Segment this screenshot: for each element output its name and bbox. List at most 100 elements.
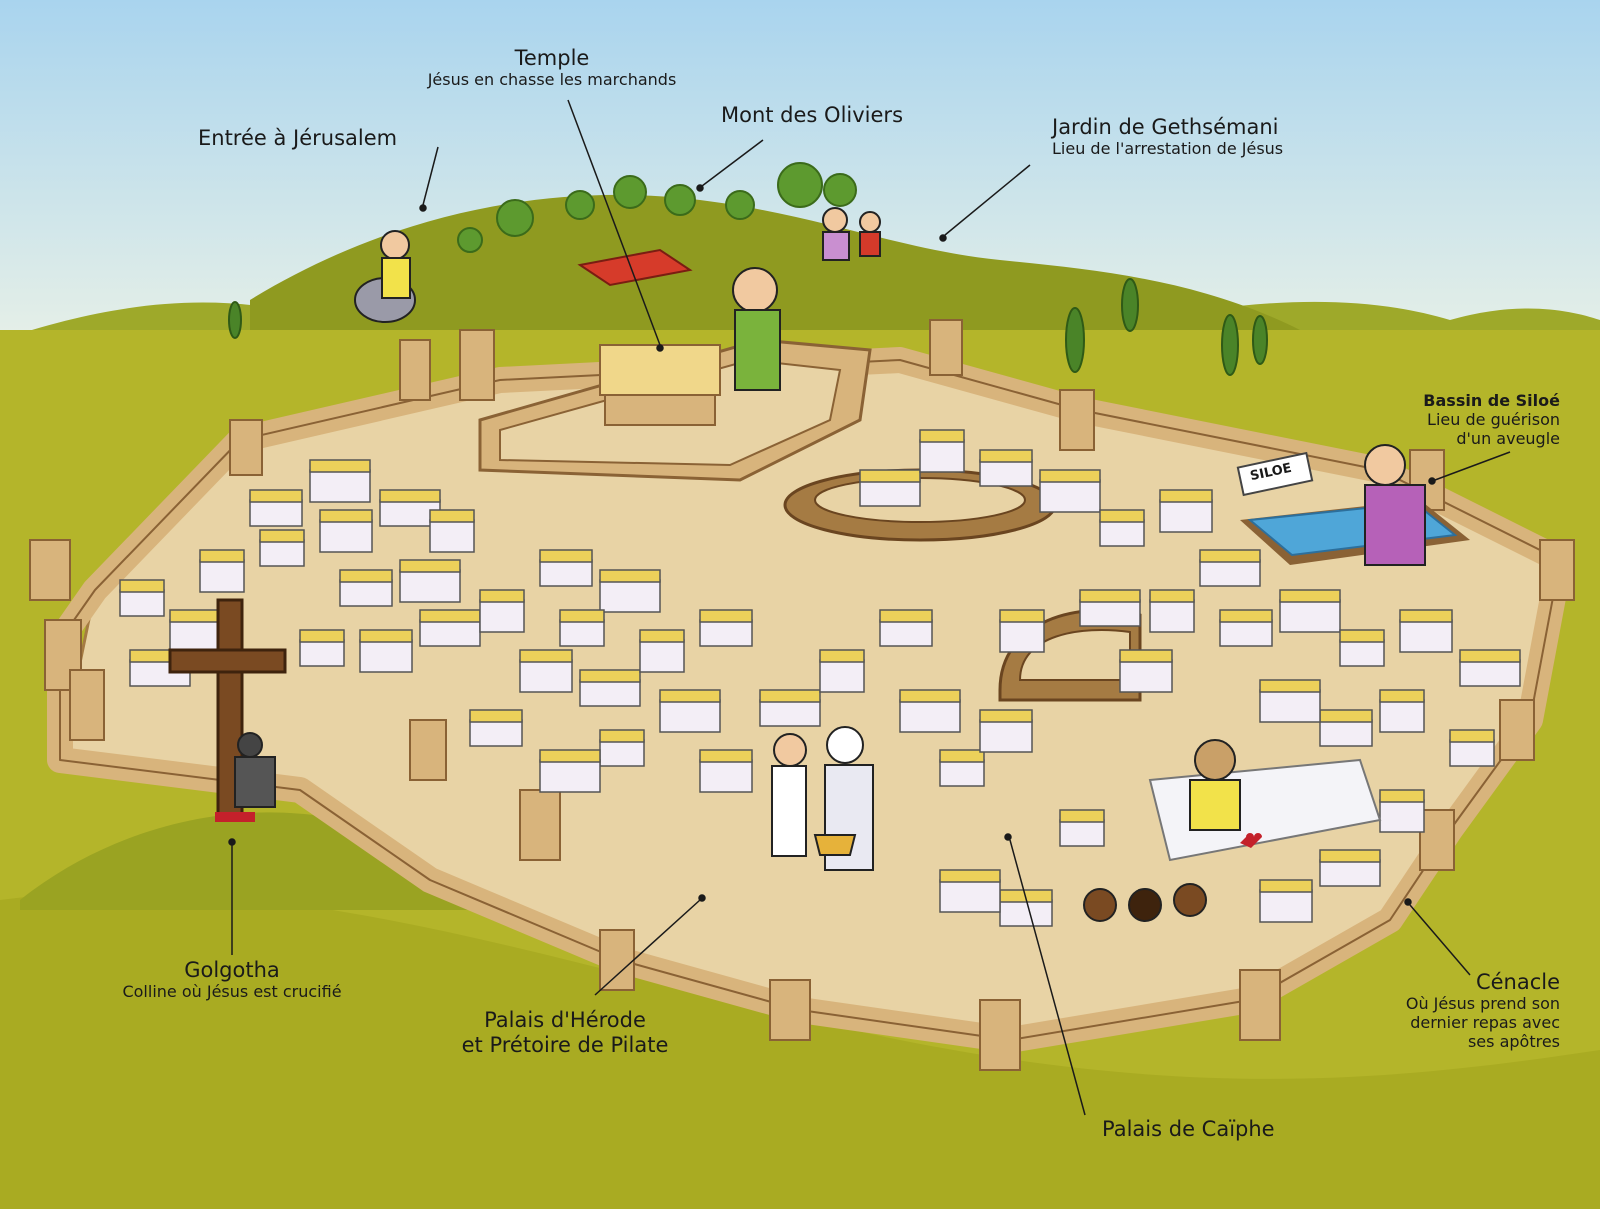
house-roof	[419, 609, 481, 623]
house-roof	[579, 669, 641, 683]
house-wall	[1339, 639, 1385, 667]
house-wall	[919, 439, 965, 473]
house-roof	[399, 559, 461, 573]
house-wall	[1099, 519, 1145, 547]
house-roof	[559, 609, 605, 623]
house-roof	[1319, 849, 1381, 863]
house-wall	[1259, 889, 1313, 923]
house-wall	[1259, 689, 1321, 723]
label-herode-line1: Palais d'Hérode	[484, 1008, 646, 1032]
house-roof	[429, 509, 475, 523]
house-wall	[1149, 599, 1195, 633]
house-wall	[119, 589, 165, 617]
house-roof	[1219, 609, 1273, 623]
house-wall	[699, 619, 753, 647]
house-roof	[1099, 509, 1145, 523]
label-mont-oliviers-title: Mont des Oliviers	[721, 103, 904, 127]
house-wall	[859, 479, 921, 507]
house-roof	[379, 489, 441, 503]
house-wall	[519, 659, 573, 693]
house-wall	[1159, 499, 1213, 533]
label-temple: Temple Jésus en chasse les marchands	[402, 46, 702, 90]
house-wall	[1449, 739, 1495, 767]
label-herode-line2: et Prétoire de Pilate	[461, 1032, 669, 1057]
house-wall	[599, 739, 645, 767]
house-roof	[469, 709, 523, 723]
house-wall	[1459, 659, 1521, 687]
house-roof	[639, 629, 685, 643]
house-wall	[979, 459, 1033, 487]
house-roof	[1339, 629, 1385, 643]
house-wall	[939, 879, 1001, 913]
house-wall	[1199, 559, 1261, 587]
houses	[119, 429, 1521, 927]
house-roof	[1199, 549, 1261, 563]
grass-shade	[0, 892, 1600, 1209]
house-roof	[599, 569, 661, 583]
house-wall	[359, 639, 413, 673]
house-wall	[319, 519, 373, 553]
label-gethsemani-subtitle: Lieu de l'arrestation de Jésus	[1052, 138, 1284, 158]
house-wall	[999, 899, 1053, 927]
label-temple-subtitle: Jésus en chasse les marchands	[427, 69, 677, 89]
house-wall	[559, 619, 605, 647]
house-roof	[939, 869, 1001, 883]
house-wall	[1379, 799, 1425, 833]
house-wall	[1119, 659, 1173, 693]
house-roof	[1449, 729, 1495, 743]
wall-towers	[29, 319, 1575, 1071]
house-wall	[759, 699, 821, 727]
house-wall	[1039, 479, 1101, 513]
figures	[234, 207, 1426, 922]
label-cenacle-line3: ses apôtres	[1467, 1031, 1560, 1051]
house-roof	[1399, 609, 1453, 623]
house-roof	[899, 689, 961, 703]
house-roof	[1159, 489, 1213, 503]
house-wall	[1379, 699, 1425, 733]
house-wall	[1219, 619, 1273, 647]
house-roof	[999, 609, 1045, 623]
label-siloe-title: Bassin de Siloé	[1423, 391, 1560, 410]
cypress-trees	[228, 278, 1268, 376]
house-roof	[259, 529, 305, 543]
house-roof	[939, 749, 985, 763]
house-roof	[1079, 589, 1141, 603]
house-roof	[819, 649, 865, 663]
house-wall	[299, 639, 345, 667]
house-roof	[339, 569, 393, 583]
label-cenacle-title: Cénacle	[1475, 970, 1560, 994]
house-wall	[539, 559, 593, 587]
house-roof	[599, 729, 645, 743]
house-wall	[1319, 719, 1373, 747]
house-wall	[259, 539, 305, 567]
label-gethsemani-title: Jardin de Gethsémani	[1052, 115, 1279, 139]
label-siloe-line2: d'un aveugle	[1456, 428, 1560, 448]
house-roof	[699, 609, 753, 623]
house-wall	[699, 759, 753, 793]
label-cenacle: Cénacle Où Jésus prend son dernier repas…	[1340, 970, 1560, 1051]
label-entree: Entrée à Jérusalem	[198, 126, 397, 151]
house-wall	[1279, 599, 1341, 633]
house-wall	[899, 699, 961, 733]
house-wall	[539, 759, 601, 793]
house-roof	[1059, 809, 1105, 823]
golgotha-blood	[215, 812, 255, 822]
house-wall	[599, 579, 661, 613]
label-golgotha-title: Golgotha	[184, 958, 280, 982]
house-roof	[519, 649, 573, 663]
label-golgotha-subtitle: Colline où Jésus est crucifié	[122, 981, 342, 1001]
house-roof	[1259, 879, 1313, 893]
house-wall	[309, 469, 371, 503]
house-roof	[879, 609, 933, 623]
olive-trees	[457, 162, 857, 253]
house-roof	[199, 549, 245, 563]
house-roof	[1149, 589, 1195, 603]
label-siloe-line1: Lieu de guérison	[1427, 409, 1560, 429]
house-wall	[979, 719, 1033, 753]
house-wall	[939, 759, 985, 787]
label-siloe: Bassin de Siloé Lieu de guérison d'un av…	[1370, 391, 1560, 449]
house-wall	[169, 619, 223, 653]
house-roof	[119, 579, 165, 593]
